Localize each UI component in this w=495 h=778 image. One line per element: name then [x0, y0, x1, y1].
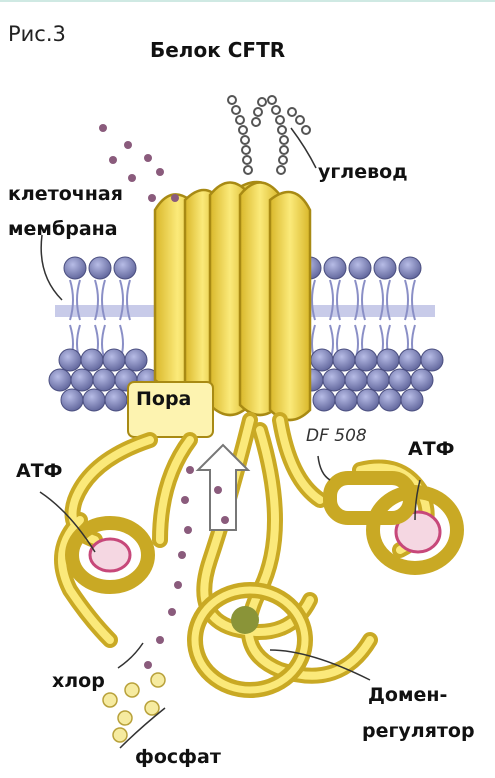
label-carbohydrate: углевод — [318, 163, 408, 182]
diagram-title: Белок CFTR — [150, 40, 285, 60]
atp-ring-left — [72, 523, 148, 587]
label-atp-right: АТФ — [408, 440, 455, 459]
label-chlorine: хлор — [52, 672, 105, 691]
figure-label: Рис.3 — [8, 24, 66, 45]
label-regulator-line1: Домен- — [368, 686, 447, 705]
label-membrane-line2: мембрана — [8, 220, 118, 239]
label-phosphate: фосфат — [135, 748, 221, 767]
carbohydrate-chains — [228, 96, 310, 174]
label-pore: Пора — [136, 390, 191, 409]
atp-ring-right — [330, 478, 457, 568]
label-membrane-line1: клеточная — [8, 185, 123, 204]
label-atp-left: АТФ — [16, 462, 63, 481]
phosphate-particles — [103, 673, 165, 742]
label-mutation: DF 508 — [306, 428, 367, 445]
label-regulator-line2: регулятор — [362, 722, 475, 741]
